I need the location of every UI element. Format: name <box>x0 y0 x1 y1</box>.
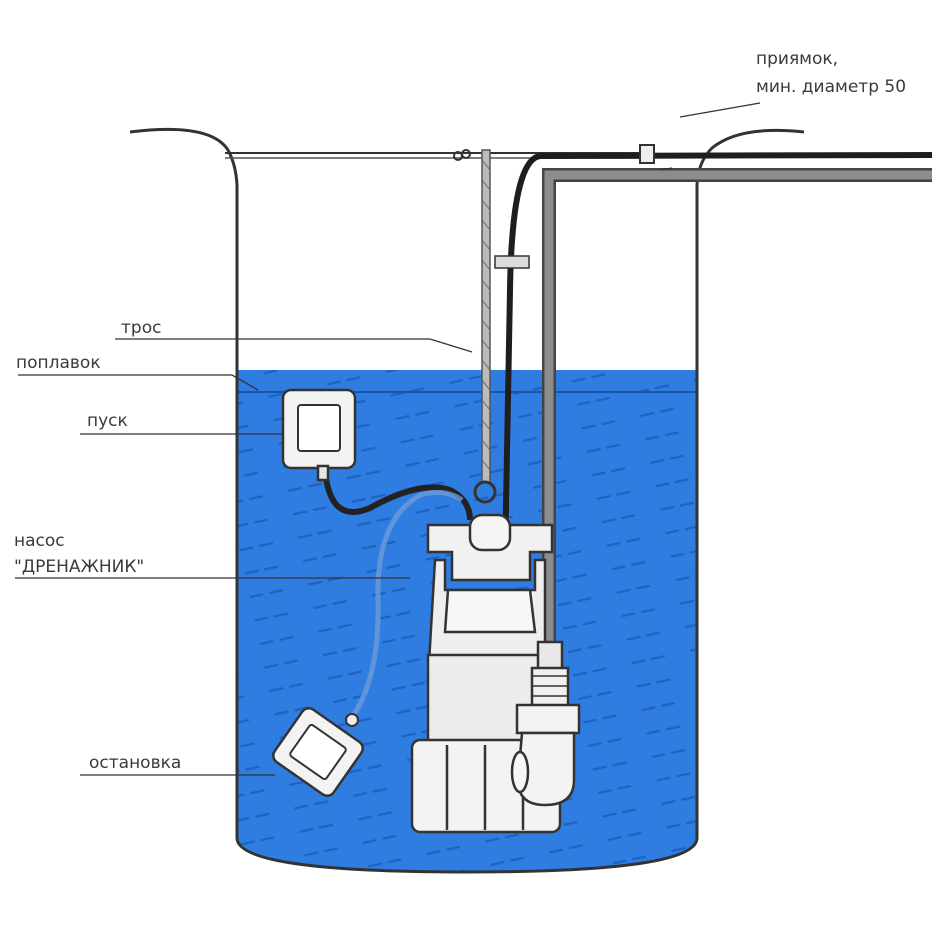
power-cable <box>502 152 932 561</box>
discharge-pipe <box>542 168 932 645</box>
hook-icon <box>453 149 471 161</box>
sump-label: приямок, <box>756 49 838 69</box>
pump-outlet <box>510 640 581 807</box>
float-label: поплавок <box>16 353 101 373</box>
leader-lines <box>15 102 761 776</box>
stop-label: остановка <box>89 753 181 773</box>
pump <box>410 513 562 834</box>
cable-clamp <box>639 144 655 164</box>
start-float-cable <box>322 469 473 521</box>
pump-label-line2: "ДРЕНАЖНИК" <box>14 557 144 577</box>
pump-label-line1: насос <box>14 531 65 551</box>
start-label: пуск <box>87 411 128 431</box>
sump-diameter-label: мин. диаметр 50 <box>756 77 906 97</box>
sump-pit <box>129 127 805 874</box>
cable-label: трос <box>121 318 161 338</box>
start-float <box>281 388 357 482</box>
rope <box>473 149 497 504</box>
stop-float <box>272 707 364 797</box>
stop-float-cable <box>347 489 464 722</box>
